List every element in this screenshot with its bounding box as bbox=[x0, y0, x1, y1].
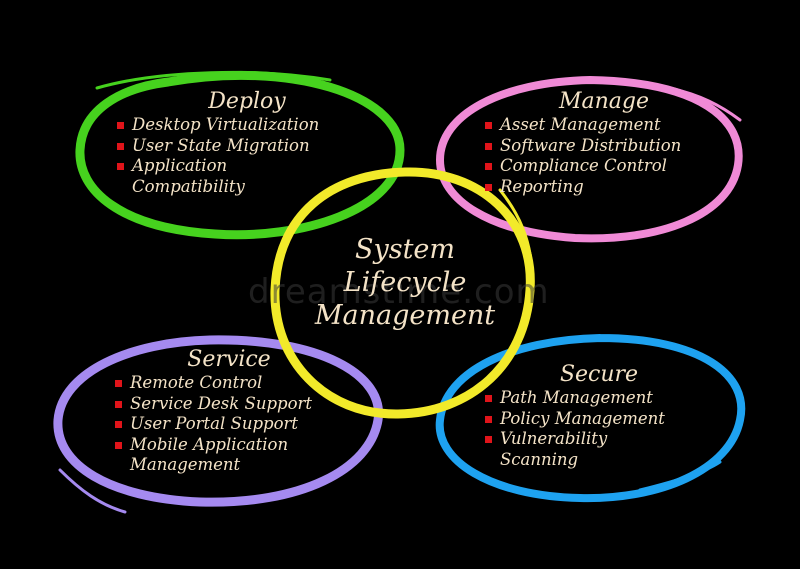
center-title-line-3: Management bbox=[314, 300, 496, 331]
bullet-icon bbox=[485, 122, 492, 129]
bullet-icon bbox=[115, 380, 122, 387]
bullet-icon bbox=[485, 415, 492, 423]
list-item: Software Distribution bbox=[484, 136, 724, 157]
list-item: Service Desk Support bbox=[114, 394, 344, 415]
secure-section: Secure Path Management Policy Management… bbox=[484, 362, 714, 470]
list-item: Desktop Virtualization bbox=[116, 115, 378, 136]
manage-ellipse bbox=[435, 76, 743, 243]
manage-title: Manage bbox=[558, 89, 650, 114]
secure-list: Path Management Policy Management Vulner… bbox=[484, 388, 714, 470]
bullet-icon bbox=[485, 183, 492, 191]
bullet-icon bbox=[485, 163, 492, 170]
list-item: Compliance Control bbox=[484, 156, 724, 177]
list-item: Policy Management bbox=[484, 409, 714, 430]
deploy-ellipse bbox=[75, 70, 405, 240]
list-item: Remote Control bbox=[114, 373, 344, 394]
secure-ellipse bbox=[435, 334, 746, 503]
list-item: User State Migration bbox=[116, 136, 378, 157]
bullet-icon bbox=[117, 163, 124, 170]
secure-title: Secure bbox=[559, 362, 639, 387]
deploy-list: Desktop Virtualization User State Migrat… bbox=[116, 115, 378, 197]
list-item: Path Management bbox=[484, 388, 714, 409]
service-list: Remote Control Service Desk Support User… bbox=[114, 373, 344, 476]
list-item: User Portal Support bbox=[114, 414, 344, 435]
service-section: Service Remote Control Service Desk Supp… bbox=[114, 347, 344, 476]
bullet-icon bbox=[115, 400, 122, 408]
list-item: Reporting bbox=[484, 177, 724, 198]
bullet-icon bbox=[115, 421, 122, 428]
manage-list: Asset Management Software Distribution C… bbox=[484, 115, 724, 197]
deploy-section: Deploy Desktop Virtualization User State… bbox=[116, 89, 378, 197]
bullet-icon bbox=[485, 436, 492, 443]
center-title-line-2: Lifecycle bbox=[343, 267, 467, 298]
center-title-line-1: System bbox=[354, 234, 456, 265]
deploy-title: Deploy bbox=[208, 89, 286, 114]
bullet-icon bbox=[485, 142, 492, 150]
bullet-icon bbox=[485, 395, 492, 402]
center-title: System Lifecycle Management bbox=[290, 233, 520, 332]
service-ellipse bbox=[53, 335, 383, 514]
service-title: Service bbox=[187, 347, 271, 372]
bullet-icon bbox=[117, 142, 124, 150]
manage-section: Manage Asset Management Software Distrib… bbox=[484, 89, 724, 197]
bullet-icon bbox=[115, 441, 122, 449]
list-item: Asset Management bbox=[484, 115, 724, 136]
center-ellipse bbox=[270, 167, 535, 419]
bullet-icon bbox=[117, 122, 124, 129]
watermark: dreamstime.com bbox=[248, 272, 550, 312]
